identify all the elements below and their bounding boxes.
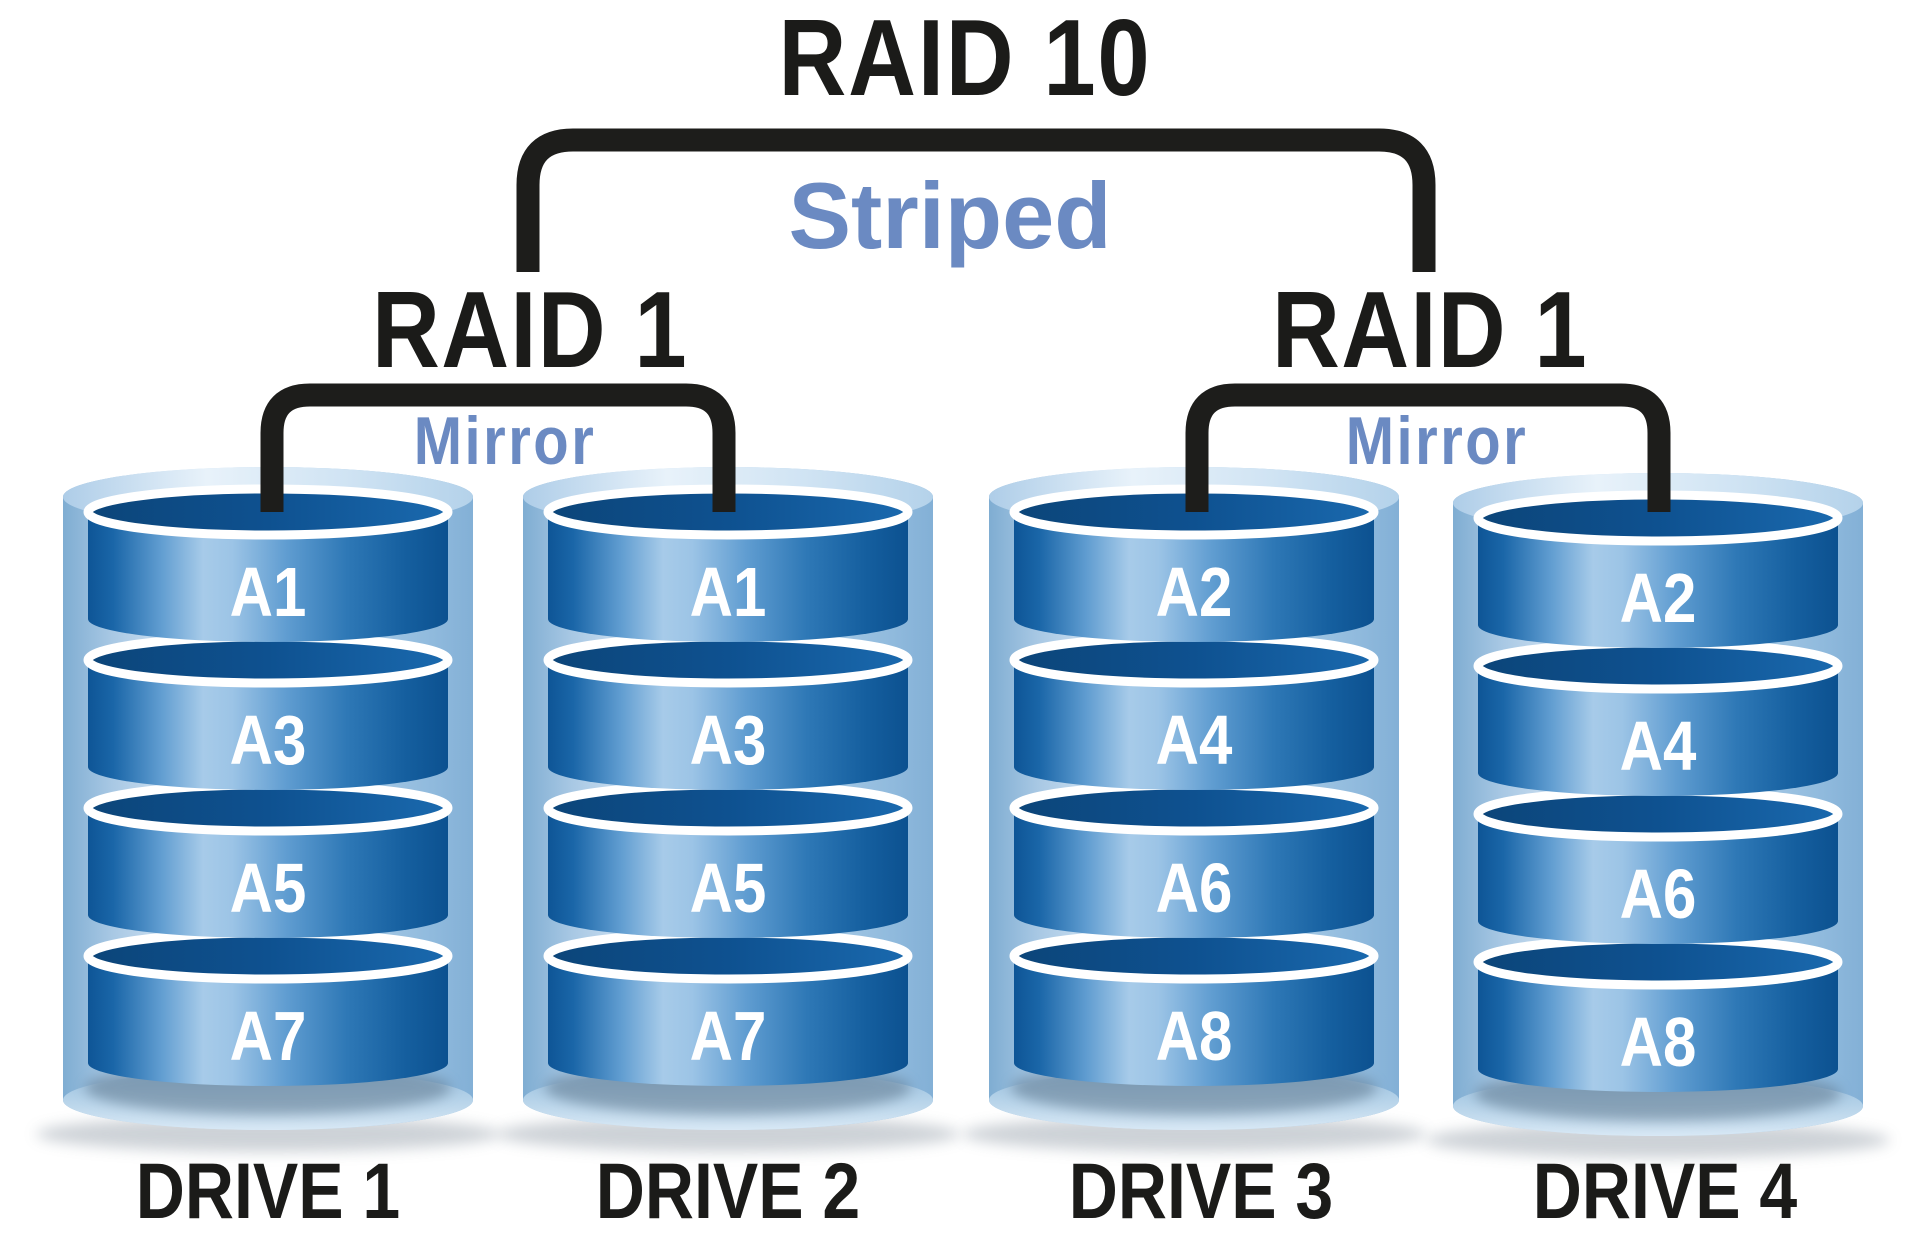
drive-name: DRIVE 3 (1069, 1146, 1333, 1235)
drive-2: A1 A3 A5 A7 DRIVE 2 (496, 467, 960, 1235)
block-label: A4 (1620, 707, 1697, 785)
raid1-label-right: RAID 1 (1272, 268, 1588, 390)
mirror-bracket-right (1185, 383, 1671, 512)
block-label: A4 (1156, 701, 1233, 779)
mirror-bracket-left (260, 383, 736, 512)
block-label: A2 (1156, 553, 1233, 631)
mirror-label-left: Mirror (414, 404, 597, 479)
drive-4: A2 A4 A6 A8 DRIVE 4 (1426, 473, 1890, 1235)
block-label: A6 (1620, 855, 1697, 933)
block-label: A8 (1620, 1003, 1697, 1081)
mirror-label-right: Mirror (1346, 404, 1529, 479)
block-label: A1 (230, 553, 307, 631)
drive-1: A1 A3 A5 A7 DRIVE 1 (36, 467, 500, 1235)
drive-3: A2 A4 A6 A8 DRIVE 3 (962, 467, 1426, 1235)
block-label: A3 (230, 701, 307, 779)
block-label: A3 (690, 701, 767, 779)
striped-bracket (516, 128, 1436, 272)
striped-label: Striped (789, 163, 1112, 268)
raid1-label-left: RAID 1 (372, 268, 688, 390)
drive-name: DRIVE 1 (136, 1146, 400, 1235)
block-label: A2 (1620, 559, 1697, 637)
block-label: A5 (690, 849, 767, 927)
block-label: A1 (690, 553, 767, 631)
block-label: A6 (1156, 849, 1233, 927)
block-label: A7 (690, 997, 767, 1075)
drive-name: DRIVE 4 (1533, 1146, 1798, 1235)
block-label: A8 (1156, 997, 1233, 1075)
drive-name: DRIVE 2 (596, 1146, 860, 1235)
block-label: A5 (230, 849, 307, 927)
block-label: A7 (230, 997, 307, 1075)
diagram-title: RAID 10 (779, 0, 1152, 119)
